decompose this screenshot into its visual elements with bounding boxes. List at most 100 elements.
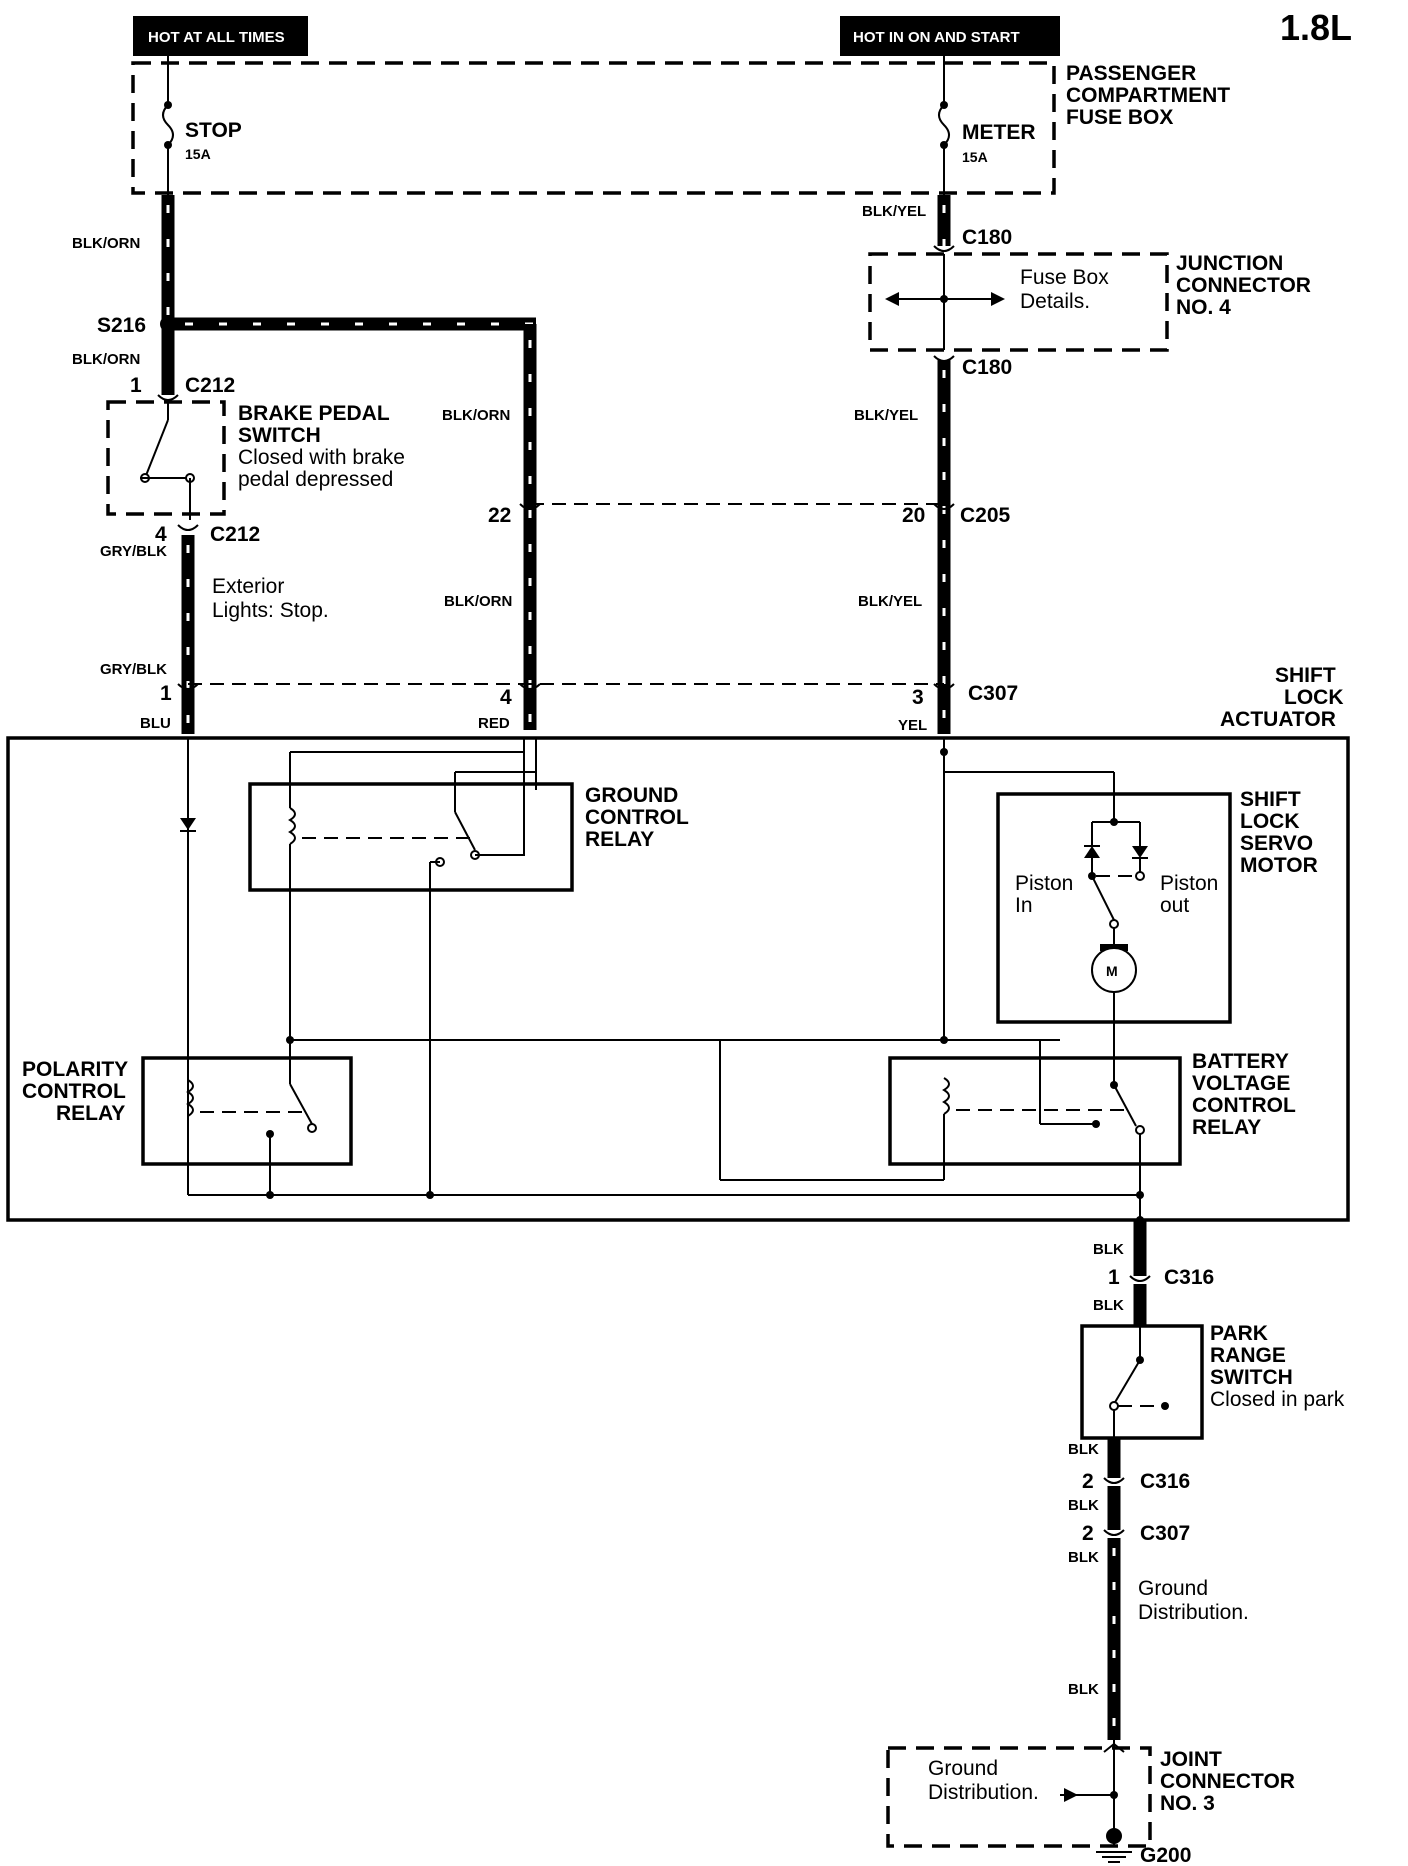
fuse-box-label-1: PASSENGER	[1066, 62, 1196, 85]
brake-switch-label-3: Closed with brake	[238, 446, 405, 469]
wire-blk-4: BLK	[1068, 1497, 1099, 1514]
joint3-note-1: Ground	[928, 1757, 998, 1780]
polarity-relay-label-1: POLARITY	[22, 1058, 128, 1081]
c307-pin-4: 4	[500, 686, 512, 709]
c316-pin-2: 2	[1082, 1470, 1094, 1493]
wire-blk-orn-4: BLK/ORN	[444, 593, 512, 610]
joint3-label-3: NO. 3	[1160, 1792, 1215, 1815]
c205-pin-22: 22	[488, 504, 511, 527]
c316-pin-1: 1	[1108, 1266, 1120, 1289]
park-switch-label-1: PARK	[1210, 1322, 1268, 1345]
splice-s216-label: S216	[97, 314, 146, 337]
c180-bot-label: C180	[962, 356, 1012, 379]
junction4-label-3: NO. 4	[1176, 296, 1231, 319]
wire-blu: BLU	[140, 715, 171, 732]
brake-switch-label-1: BRAKE PEDAL	[238, 402, 390, 425]
fuse-box-label-3: FUSE BOX	[1066, 106, 1173, 129]
joint-connector-3-outline	[886, 1746, 1152, 1848]
exterior-label-1: Exterior	[212, 575, 284, 598]
stop-fuse-symbol	[162, 104, 174, 146]
servo-piston-in-2: In	[1015, 894, 1033, 917]
meter-fuse-symbol	[938, 104, 950, 146]
engine-title: 1.8L	[1280, 7, 1352, 48]
park-switch-label-3: SWITCH	[1210, 1366, 1293, 1389]
servo-label-1: SHIFT	[1240, 788, 1301, 811]
header-hot-in-on-start-label: HOT IN ON AND START	[853, 29, 1020, 46]
battery-relay-label-3: CONTROL	[1192, 1094, 1296, 1117]
c180-top-label: C180	[962, 226, 1012, 249]
battery-relay-label-4: RELAY	[1192, 1116, 1261, 1139]
header-hot-at-all-times: HOT AT ALL TIMES	[133, 16, 308, 56]
meter-fuse-amps: 15A	[962, 149, 988, 165]
c307-label: C307	[968, 682, 1018, 705]
exterior-label-2: Lights: Stop.	[212, 599, 329, 622]
polarity-relay-label-3: RELAY	[56, 1102, 125, 1125]
wire-blk-yel-2: BLK/YEL	[854, 407, 918, 424]
header-hot-in-on-start: HOT IN ON AND START	[840, 16, 1060, 56]
servo-label-2: LOCK	[1240, 810, 1300, 833]
wire-yel: YEL	[898, 717, 927, 734]
brake-switch-label-4: pedal depressed	[238, 468, 393, 491]
wire-blk-yel-1: BLK/YEL	[862, 203, 926, 220]
wire-blk-orn-2: BLK/ORN	[72, 351, 140, 368]
battery-relay-label-2: VOLTAGE	[1192, 1072, 1290, 1095]
ground-dist-label-2: Distribution.	[1138, 1601, 1249, 1624]
battery-relay-coil	[942, 1077, 950, 1115]
c316-top-label: C316	[1164, 1266, 1214, 1289]
servo-piston-in-1: Piston	[1015, 872, 1073, 895]
servo-label-3: SERVO	[1240, 832, 1313, 855]
wire-blk-5: BLK	[1068, 1549, 1099, 1566]
junction4-note-2: Details.	[1020, 290, 1090, 313]
c307-bot-label: C307	[1140, 1522, 1190, 1545]
wire-blk-6: BLK	[1068, 1681, 1099, 1698]
polarity-control-relay	[141, 1056, 353, 1166]
brake-pedal-switch-outline	[106, 400, 226, 516]
actuator-label-1: SHIFT	[1275, 664, 1336, 687]
shift-lock-actuator-outline	[6, 736, 1350, 1222]
wire-blk-orn-3: BLK/ORN	[442, 407, 510, 424]
junction-connector-4-outline	[868, 252, 1169, 352]
park-switch-label-2: RANGE	[1210, 1344, 1286, 1367]
wire-gry-blk-2: GRY/BLK	[100, 661, 167, 678]
fuse-box-label-2: COMPARTMENT	[1066, 84, 1230, 107]
actuator-label-2: LOCK	[1284, 686, 1344, 709]
junction4-label-1: JUNCTION	[1176, 252, 1283, 275]
joint3-note-2: Distribution.	[928, 1781, 1039, 1804]
c307-pin-2: 2	[1082, 1522, 1094, 1545]
servo-label-4: MOTOR	[1240, 854, 1318, 877]
wire-blk-1: BLK	[1093, 1241, 1124, 1258]
polarity-relay-label-2: CONTROL	[22, 1080, 126, 1103]
c212-pin-1: 1	[130, 374, 142, 397]
c212-top-label: C212	[185, 374, 235, 397]
fuse-box-outline	[131, 61, 1056, 195]
c307-pin-3: 3	[912, 686, 924, 709]
servo-piston-out-2: out	[1160, 894, 1189, 917]
junction4-note-1: Fuse Box	[1020, 266, 1109, 289]
wire-red: RED	[478, 715, 510, 732]
wire-blk-3: BLK	[1068, 1441, 1099, 1458]
ground-relay-label-1: GROUND	[585, 784, 678, 807]
header-hot-at-all-times-label: HOT AT ALL TIMES	[148, 29, 285, 46]
stop-fuse-amps: 15A	[185, 146, 211, 162]
wire-gry-blk-1: GRY/BLK	[100, 543, 167, 560]
polarity-relay-coil	[186, 1079, 194, 1117]
ground-relay-coil	[288, 807, 296, 845]
wire-blk-orn-1: BLK/ORN	[72, 235, 140, 252]
meter-fuse-label: METER	[962, 121, 1036, 144]
ground-relay-label-2: CONTROL	[585, 806, 689, 829]
ground-id-label: G200	[1140, 1844, 1191, 1866]
servo-piston-out-1: Piston	[1160, 872, 1218, 895]
wire-blk-yel-3: BLK/YEL	[858, 593, 922, 610]
junction4-label-2: CONNECTOR	[1176, 274, 1311, 297]
c212-pin-4: 4	[155, 523, 167, 546]
park-range-switch	[1080, 1324, 1204, 1440]
motor-label: M	[1106, 963, 1118, 979]
c307-pin-1: 1	[160, 682, 172, 705]
c212-bot-label: C212	[210, 523, 260, 546]
c205-label: C205	[960, 504, 1011, 527]
stop-fuse-label: STOP	[185, 119, 242, 142]
c316-bot-label: C316	[1140, 1470, 1190, 1493]
brake-switch-label-2: SWITCH	[238, 424, 321, 447]
park-switch-label-4: Closed in park	[1210, 1388, 1345, 1411]
